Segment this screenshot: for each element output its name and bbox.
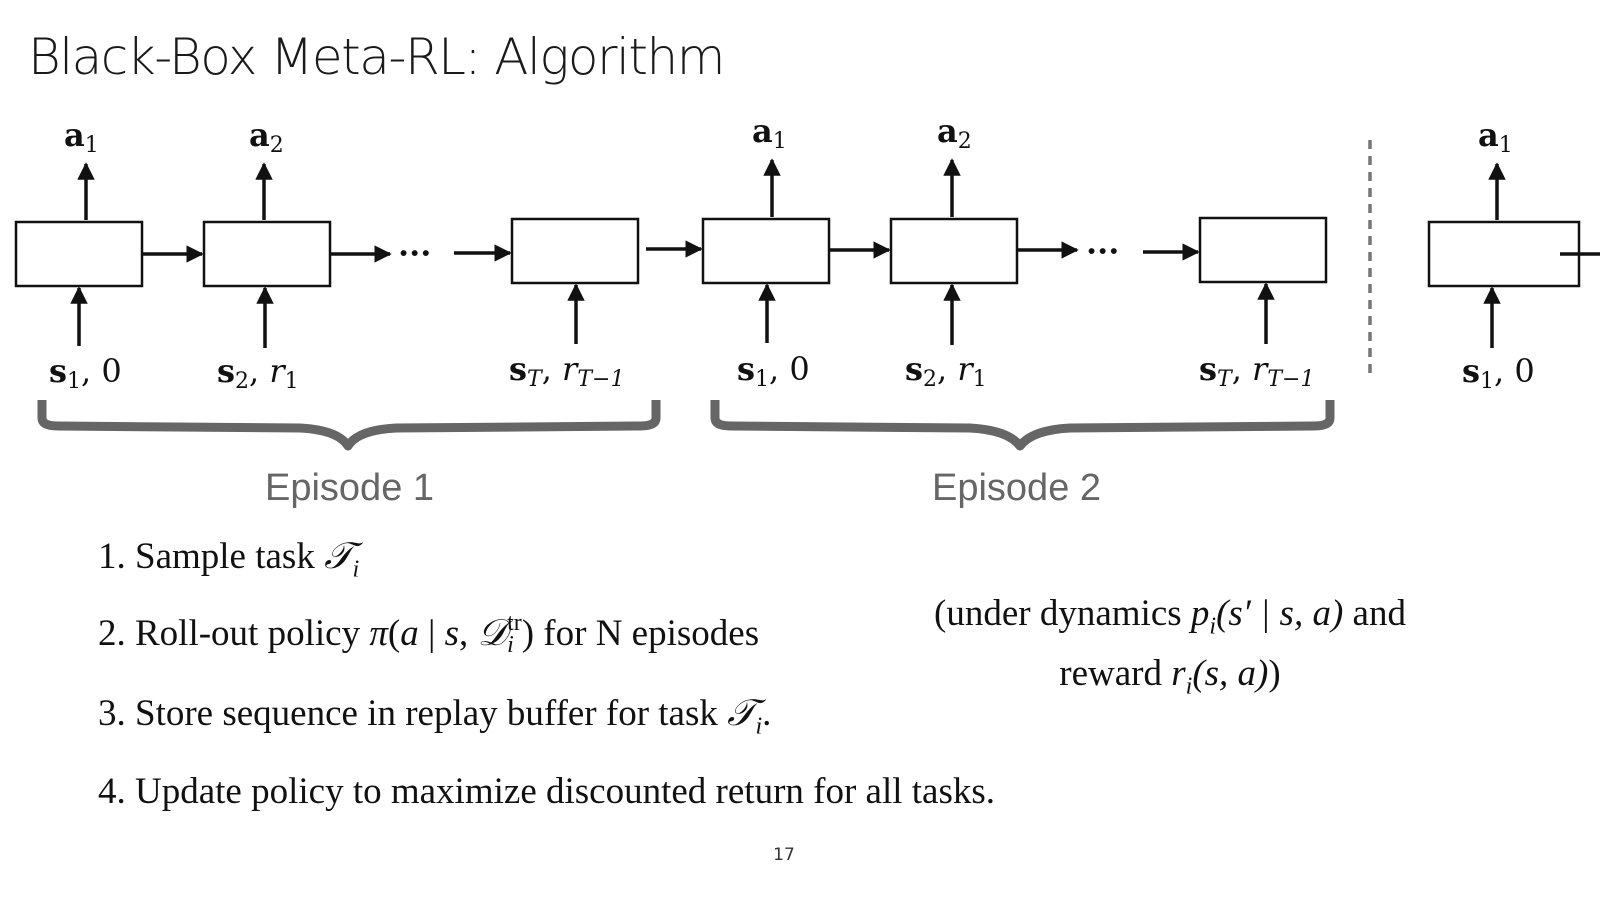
hidden-state-arrows	[142, 240, 1600, 263]
rnn-cell-1	[14, 220, 144, 288]
slide-title: Black-Box Meta-RL: Algorithm	[28, 28, 725, 86]
rnn-cell-2	[202, 220, 332, 288]
action-label: a1	[1478, 116, 1513, 158]
input-label: s1, 0	[1462, 352, 1535, 394]
action-label: a2	[249, 116, 284, 158]
rnn-rollout-diagram: ··· ··· a1 a2 a1 a2 a1 s1, 0 s2, r1 sT, …	[14, 112, 1600, 509]
step-4: 4. Update policy to maximize discounted …	[98, 771, 996, 812]
rnn-cell-3	[510, 217, 640, 285]
input-label: s1, 0	[737, 350, 810, 392]
ellipsis: ···	[1086, 232, 1119, 270]
step-3: 3. Store sequence in replay buffer for t…	[98, 693, 772, 740]
rnn-cell-7	[1427, 220, 1581, 288]
input-label: s1, 0	[49, 352, 122, 394]
action-arrows	[77, 158, 1506, 220]
step-1: 1. Sample task 𝒯i	[98, 536, 360, 583]
episode-2-brace	[710, 400, 1335, 451]
episode-1-brace	[37, 400, 661, 451]
episode-2-label: Episode 2	[932, 467, 1101, 509]
dynamics-note: (under dynamics pi(s′ | s, a) and reward…	[934, 593, 1406, 700]
rnn-cells	[14, 216, 1581, 288]
page-number: 17	[773, 845, 795, 865]
action-label: a1	[64, 116, 99, 158]
episode-1-label: Episode 1	[265, 467, 434, 509]
rnn-cell-4	[701, 217, 831, 285]
input-label: s2, r1	[905, 350, 987, 392]
action-label: a1	[752, 112, 787, 154]
rnn-cell-6	[1198, 216, 1328, 284]
input-label: sT, rT−1	[509, 350, 624, 392]
rnn-cell-5	[889, 217, 1019, 285]
input-arrows	[70, 282, 1501, 348]
action-label: a2	[937, 112, 972, 154]
ellipsis: ···	[398, 234, 431, 272]
input-label: s2, r1	[217, 352, 299, 394]
input-label: sT, rT−1	[1199, 350, 1314, 392]
